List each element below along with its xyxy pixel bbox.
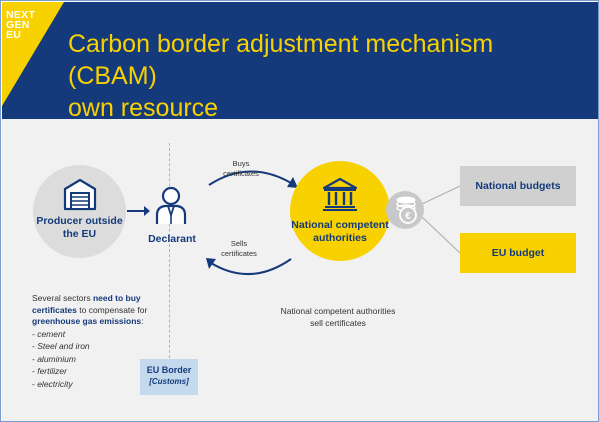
title-line-1: Carbon border adjustment mechanism (CBAM…	[68, 30, 494, 90]
diagram-area: Producer outside the EU Declarant Buys c…	[2, 119, 598, 421]
buys-label: Buys certificates	[223, 159, 259, 178]
list-item: cement	[32, 328, 152, 341]
eu-border-box: EU Border [Customs]	[140, 359, 198, 395]
national-budgets-box: National budgets	[460, 166, 576, 206]
producer-label: Producer outside the EU	[36, 215, 123, 240]
eu-budget-box: EU budget	[460, 233, 576, 273]
nca-sells-note: National competent authorities sell cert…	[280, 306, 396, 328]
nca-circle	[290, 161, 390, 261]
eu-border-sub: [Customs]	[149, 377, 189, 386]
connector-to-national-budgets	[421, 185, 461, 205]
declarant-person-icon	[155, 186, 187, 224]
sectors-note: Several sectors need to buy certificates…	[32, 293, 152, 390]
nca-label: National competent authorities	[291, 219, 389, 244]
page-title: Carbon border adjustment mechanism (CBAM…	[68, 28, 588, 124]
factory-icon	[63, 178, 97, 211]
exchange-arcs	[206, 170, 298, 275]
producer-to-declarant-arrow	[127, 206, 150, 216]
title-line-2: own resource	[68, 94, 219, 122]
list-item: electricity	[32, 378, 152, 391]
svg-text:€: €	[405, 211, 411, 222]
sells-label: Sells certificates	[221, 239, 257, 258]
nextgen-eu-logo: NEXT GEN EU	[6, 9, 36, 41]
nextgen-corner	[2, 2, 64, 106]
eu-border-dashed-line	[169, 143, 170, 363]
connector-to-eu-budget	[421, 216, 461, 254]
sector-list: cement Steel and iron aluminium fertiliz…	[32, 328, 152, 391]
building-icon	[322, 177, 358, 211]
sectors-intro: Several sectors need to buy certificates…	[32, 293, 148, 326]
buys-arrowhead	[287, 177, 298, 188]
euro-coins-icon: €	[396, 196, 417, 224]
list-item: Steel and iron	[32, 340, 152, 353]
sells-arrowhead	[206, 258, 216, 269]
declarant-label: Declarant	[148, 233, 196, 245]
list-item: fertilizer	[32, 365, 152, 378]
list-item: aluminium	[32, 353, 152, 366]
header-banner: NEXT GEN EU Carbon border adjustment mec…	[2, 2, 598, 122]
eu-border-label: EU Border	[146, 365, 192, 375]
sells-arc	[210, 258, 292, 275]
buys-arc	[208, 170, 292, 186]
